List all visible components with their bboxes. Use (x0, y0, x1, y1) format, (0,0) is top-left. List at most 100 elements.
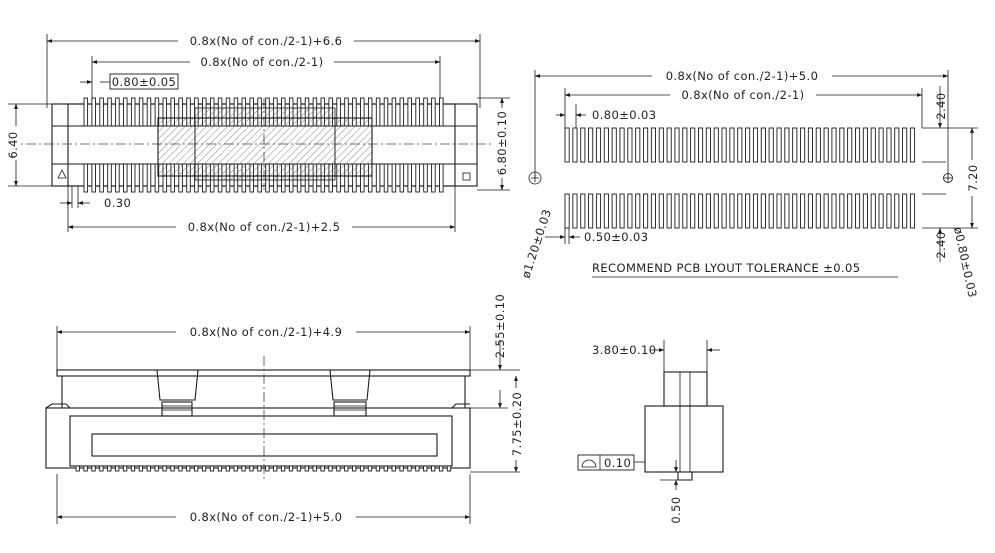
pcb-pad (745, 193, 751, 229)
pcb-pad (729, 193, 735, 229)
pcb-pad (847, 127, 853, 163)
contact-pin (415, 163, 420, 193)
contact-pin (99, 97, 104, 127)
contact-pin (375, 163, 381, 193)
pcb-pad (776, 127, 782, 163)
pin1-triangle-icon (57, 169, 67, 179)
contact-pin (320, 465, 325, 472)
pcb-pad (588, 127, 594, 163)
contact-pin (415, 465, 420, 472)
pcb-pad (595, 127, 602, 163)
pcb-pad (721, 193, 727, 229)
pcb-pad (572, 193, 578, 229)
pcb-pad (643, 193, 649, 229)
contact-pin (138, 163, 144, 193)
pcb-pad (768, 127, 774, 163)
pcb-pad (603, 127, 609, 163)
top-overall-length-label: 0.8x(No of con./2-1)+6.6 (190, 34, 343, 48)
pcb-pad (666, 127, 672, 163)
contact-pin (241, 465, 246, 472)
pcb-pad (760, 193, 766, 229)
pcb-pad (839, 193, 845, 229)
top-height-label: 6.40 (6, 131, 20, 158)
contact-pin (431, 97, 436, 127)
pcb-pad-width-label: 0.50±0.03 (584, 230, 648, 244)
front-view: 0.8x(No of con./2-1)+4.9 2.55±0.10 7.7 (45, 294, 524, 524)
pcb-pad (894, 193, 900, 229)
pcb-pad (643, 127, 649, 163)
contact-pin (146, 97, 152, 127)
contact-pin (375, 97, 381, 127)
contact-pin (99, 163, 104, 193)
pcb-pad (862, 127, 868, 163)
pcb-pad (768, 193, 774, 229)
contact-pin (407, 163, 412, 193)
pcb-top-pad-row (564, 127, 916, 163)
pcb-pitch-label: 0.80±0.03 (592, 108, 656, 122)
contact-pin (383, 163, 389, 193)
pcb-pad (698, 193, 704, 229)
side-foot-height-label: 0.50 (669, 496, 683, 523)
pcb-pad (690, 193, 696, 229)
pcb-pad (784, 193, 790, 229)
pcb-pad (635, 127, 641, 163)
contact-pin (383, 465, 388, 472)
pcb-pad (611, 193, 617, 229)
pcb-pad (752, 127, 759, 163)
pcb-pad (870, 127, 876, 163)
pcb-pad (674, 127, 680, 163)
contact-pin (423, 163, 428, 193)
pcb-pad (564, 193, 570, 229)
contact-pin (446, 465, 452, 472)
contact-pin (423, 465, 428, 472)
contact-pin (233, 465, 238, 472)
contact-pin (83, 465, 88, 472)
pcb-pad (690, 127, 696, 163)
contact-pin (399, 465, 404, 472)
contact-pin (130, 465, 136, 472)
pcb-pad-span-label: 0.8x(No of con./2-1) (681, 88, 804, 102)
contact-pin (146, 465, 151, 472)
contact-pin (391, 163, 397, 193)
contact-pin (265, 465, 270, 472)
pcb-pad (909, 193, 916, 229)
contact-pin (399, 97, 405, 127)
pcb-hole-left-label: ø1.20±0.03 (519, 207, 555, 280)
front-total-height-label: 7.75±0.20 (510, 392, 524, 456)
pcb-pad (564, 127, 570, 163)
contact-pin (304, 465, 309, 472)
contact-pin (352, 465, 357, 472)
pcb-pad (815, 127, 821, 163)
side-flatness-value: 0.10 (604, 456, 631, 470)
pcb-pad (713, 193, 719, 229)
pcb-pad (650, 127, 656, 163)
pcb-pad (870, 193, 876, 229)
contact-pin (407, 465, 412, 472)
contact-pin (91, 465, 96, 472)
contact-pin (99, 465, 104, 472)
pcb-row-distance-label: 7.20 (966, 164, 980, 191)
pcb-pad (823, 193, 829, 229)
front-view-pins (75, 465, 452, 472)
contact-pin (431, 465, 436, 472)
contact-pin (336, 465, 341, 472)
contact-pin (391, 97, 397, 127)
contact-pin (209, 465, 215, 472)
contact-pin (328, 465, 333, 472)
pcb-pad (792, 193, 798, 229)
pcb-pad (658, 127, 664, 163)
pcb-pad (729, 127, 735, 163)
contact-pin (122, 465, 128, 472)
pcb-pad (752, 193, 759, 229)
contact-pin (154, 465, 159, 472)
pcb-pad (682, 193, 688, 229)
pcb-pad (784, 127, 790, 163)
contact-pin (123, 97, 128, 127)
pcb-pad (674, 193, 680, 229)
pcb-pad (580, 127, 586, 163)
contact-pin (107, 163, 112, 193)
front-top-length-label: 0.8x(No of con./2-1)+4.9 (190, 325, 343, 339)
pcb-pad (698, 127, 704, 163)
locating-hole-left-icon (528, 171, 542, 185)
top-pitch-label: 0.80±0.05 (112, 75, 176, 89)
